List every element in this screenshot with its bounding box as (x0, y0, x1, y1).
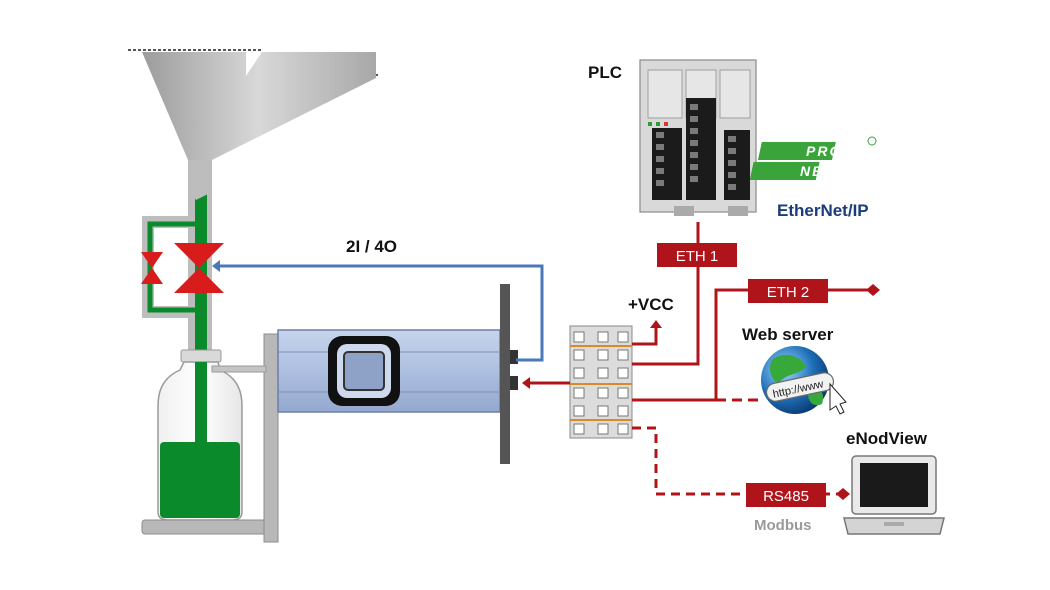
main-valve-icon (174, 243, 224, 293)
web-globe-icon: http://www (761, 346, 847, 415)
plc-unit (639, 59, 757, 216)
profinet-logo: PROFI NET (749, 136, 877, 180)
vcc-line (632, 320, 662, 346)
ethernet-ip-logo: EtherNet/IP (777, 201, 869, 220)
terminal-block (569, 325, 633, 439)
web-server-label: Web server (742, 325, 834, 344)
feed-pipe (142, 160, 212, 350)
vcc-label: +VCC (628, 295, 674, 314)
bottle-fill (160, 442, 240, 518)
eth2-tag: ETH 2 (748, 279, 828, 303)
sensor-stand (141, 333, 279, 543)
svg-text:NET: NET (800, 163, 834, 179)
sensor-terminal-link (522, 377, 570, 389)
hopper (128, 49, 378, 160)
connector-bottom (510, 376, 518, 390)
bypass-valve-icon (141, 252, 163, 284)
io-label: 2I / 4O (346, 237, 397, 256)
laptop-icon (843, 455, 945, 535)
svg-text:PROFI: PROFI (806, 143, 859, 159)
svg-text:RS485: RS485 (763, 488, 809, 505)
svg-text:ETH 1: ETH 1 (676, 248, 719, 265)
plc-label: PLC (588, 63, 622, 82)
eth1-tag: ETH 1 (657, 243, 737, 267)
hopper-cone (142, 52, 376, 160)
bypass-flow (147, 221, 195, 313)
eth1-line (632, 222, 700, 366)
rs485-tag: RS485 (746, 483, 826, 507)
load-cell-sensor (277, 284, 518, 464)
bottle (157, 349, 243, 521)
svg-text:ETH 2: ETH 2 (767, 284, 810, 301)
product-flow (195, 186, 207, 350)
modbus-label: Modbus (754, 517, 812, 534)
enodview-label: eNodView (846, 429, 928, 448)
connector-top (510, 350, 518, 364)
io-signal-line (212, 260, 544, 362)
